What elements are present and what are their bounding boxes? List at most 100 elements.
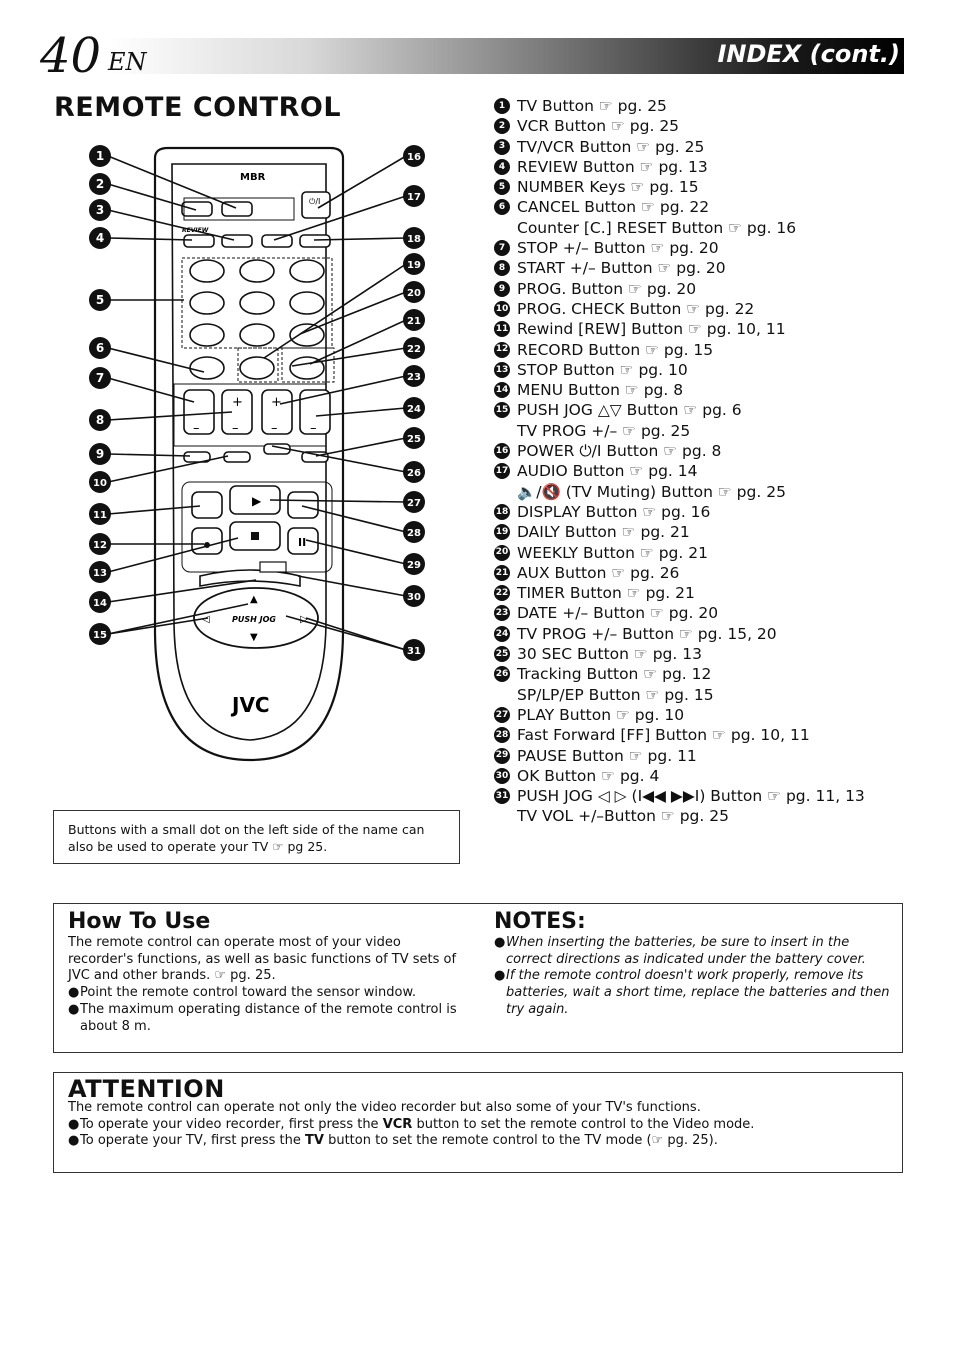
index-item-text: POWER ⏻/I Button ☞ pg. 8 [517, 442, 722, 461]
menu-ok-bar [199, 569, 301, 587]
index-number-badge: 16 [494, 443, 510, 460]
index-number-badge: 9 [494, 280, 510, 297]
index-item-text: AUDIO Button ☞ pg. 14 [517, 462, 698, 481]
notes-bullet: ●When inserting the batteries, be sure t… [494, 934, 866, 967]
callout-circle [403, 521, 425, 543]
review-button [183, 234, 215, 248]
callout-number: 8 [96, 413, 104, 427]
callout-number: 16 [407, 152, 421, 163]
callout-circle [403, 491, 425, 513]
svg-text:▷: ▷ [300, 614, 308, 625]
attention-bullet: ●To operate your TV, first press the TV … [68, 1133, 718, 1149]
index-item-text: PUSH JOG ◁ ▷ (I◀◀ ▶▶I) Button ☞ pg. 11, … [517, 787, 865, 806]
callout-circle [403, 145, 425, 167]
header-gradient-bar [110, 38, 904, 74]
index-number-badge: 6 [494, 199, 510, 216]
callout-circle [403, 365, 425, 387]
tracking-button [301, 451, 329, 463]
callout-circle [89, 367, 111, 389]
power-button [301, 191, 331, 219]
section-title: REMOTE CONTROL [54, 92, 342, 123]
svg-text:▲: ▲ [250, 594, 258, 605]
callout-number: 25 [407, 434, 421, 445]
callout-circle [403, 585, 425, 607]
callout-number: 6 [96, 341, 104, 355]
callout-number: 27 [407, 498, 421, 509]
how-to-use-intro: The remote control can operate most of y… [68, 934, 457, 984]
callout-circle [403, 309, 425, 331]
tv-dot-note: Buttons with a small dot on the left sid… [53, 810, 460, 864]
notes-title: NOTES: [494, 909, 586, 934]
ff-button [287, 491, 319, 519]
callout-number: 21 [407, 316, 421, 327]
callout-circle [403, 281, 425, 303]
how-to-use-bullet: ●The maximum operating distance of the r… [68, 1001, 457, 1034]
vcr-key-label: VCR [382, 1116, 413, 1132]
index-number-badge: 29 [494, 747, 510, 764]
index-number-badge: 19 [494, 524, 510, 541]
how-to-use-title: How To Use [68, 909, 211, 934]
notes-column: NOTES: ●When inserting the batteries, be… [494, 909, 894, 1019]
index-item-text: AUX Button ☞ pg. 26 [517, 563, 680, 582]
callout-circle [89, 533, 111, 555]
rew-button [191, 491, 223, 519]
index-item-continuation: TV PROG +/– ☞ pg. 25 [517, 421, 691, 440]
index-number-badge: 11 [494, 321, 510, 338]
index-item-text: DAILY Button ☞ pg. 21 [517, 523, 690, 542]
svg-text:–: – [193, 421, 200, 436]
tvprog-plus-minus [299, 389, 331, 435]
callout-number: 29 [407, 560, 421, 571]
callout-number: 24 [407, 404, 421, 415]
index-item: 16 POWER ⏻/I Button ☞ pg. 8 [494, 441, 914, 461]
index-number-badge: 10 [494, 300, 510, 317]
index-number-badge: 1 [494, 98, 510, 114]
callout-number: 28 [407, 528, 421, 539]
index-item-text: PAUSE Button ☞ pg. 11 [517, 746, 697, 765]
index-number-badge: 23 [494, 605, 510, 622]
svg-text:+: + [271, 395, 282, 410]
callout-number: 20 [407, 288, 421, 299]
pause-button [287, 527, 319, 555]
index-number-badge: 14 [494, 382, 510, 399]
callout-number: 13 [93, 568, 107, 579]
index-number-badge: 24 [494, 625, 510, 642]
tv-button [181, 201, 213, 217]
index-item-text: TV Button ☞ pg. 25 [517, 97, 667, 115]
index-number-badge: 8 [494, 260, 510, 277]
callout-number: 31 [407, 646, 421, 657]
index-item: 29 PAUSE Button ☞ pg. 11 [494, 746, 914, 766]
how-to-use-column: How To Use The remote control can operat… [68, 909, 460, 1036]
index-item: 9 PROG. Button ☞ pg. 20 [494, 279, 914, 299]
record-button [191, 527, 223, 555]
how-to-use-box: How To Use The remote control can operat… [53, 903, 903, 1053]
callout-circle [89, 471, 111, 493]
index-item-text: PROG. Button ☞ pg. 20 [517, 279, 697, 298]
callout-circle [403, 397, 425, 419]
index-item-text: DISPLAY Button ☞ pg. 16 [517, 502, 711, 521]
callout-number: 4 [96, 231, 104, 245]
index-item-text: 30 SEC Button ☞ pg. 13 [517, 645, 702, 664]
callout-number: 5 [96, 293, 104, 307]
attention-box: ATTENTION The remote control can operate… [53, 1072, 903, 1173]
index-number-badge: 13 [494, 361, 510, 378]
callout-circle [89, 145, 111, 167]
index-item-text: STOP +/– Button ☞ pg. 20 [517, 239, 719, 258]
callout-circle [403, 553, 425, 575]
index-item-continuation: TV VOL +/–Button ☞ pg. 25 [517, 807, 729, 826]
index-number-badge: 30 [494, 767, 510, 784]
index-number-badge: 5 [494, 179, 510, 196]
callout-circle [403, 639, 425, 661]
index-item-continuation: Counter [C.] RESET Button ☞ pg. 16 [517, 218, 797, 237]
callout-number: 11 [93, 510, 107, 521]
index-item-text: START +/– Button ☞ pg. 20 [517, 259, 726, 278]
